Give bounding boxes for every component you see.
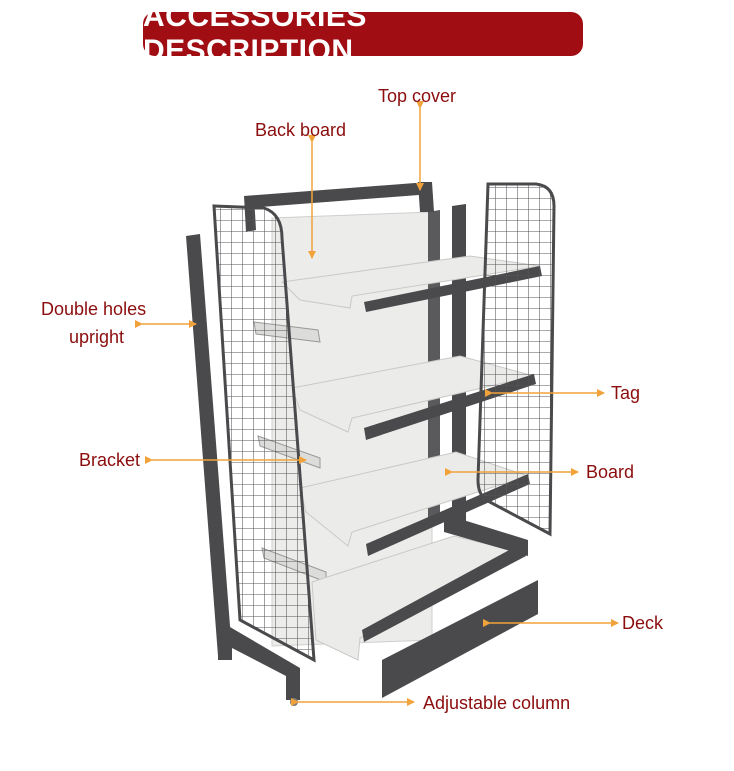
- label-top-cover: Top cover: [378, 86, 457, 106]
- label-double-holes-line1: Double holes: [41, 299, 147, 319]
- double-holes-upright: [186, 234, 232, 656]
- right-mesh-panel: [476, 182, 556, 537]
- deck-kick-plate: [382, 580, 538, 698]
- label-adjustable-column: Adjustable column: [423, 693, 571, 713]
- label-tag: Tag: [611, 383, 641, 403]
- left-mesh-panel: [212, 204, 316, 663]
- label-bracket: Bracket: [79, 450, 141, 470]
- top-cover: [244, 182, 432, 208]
- label-deck: Deck: [622, 613, 664, 633]
- title-banner: ACCESSORIES DESCRIPTION: [143, 0, 583, 67]
- label-double-holes-line2: upright: [69, 327, 125, 347]
- deck-tag: [362, 542, 526, 642]
- board-2: [291, 355, 535, 433]
- page-title: ACCESSORIES DESCRIPTION: [143, 0, 367, 67]
- base-frame: [444, 514, 528, 556]
- label-board: Board: [586, 462, 635, 482]
- label-back-board: Back board: [255, 120, 347, 140]
- upright-foot: [218, 620, 300, 700]
- board-1: [280, 255, 541, 309]
- adjustable-foot: [290, 698, 298, 706]
